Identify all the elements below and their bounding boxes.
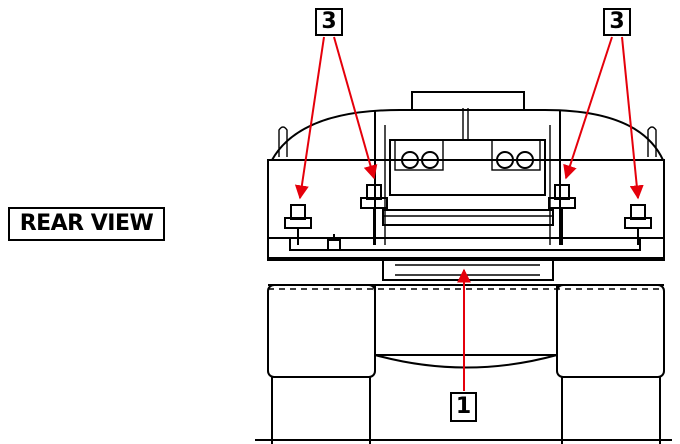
left-wheel: [267, 284, 376, 444]
view-label: REAR VIEW: [8, 207, 165, 241]
right-wheel: [556, 284, 665, 444]
top-posts: [278, 126, 657, 157]
callout-number-right: 3: [603, 8, 631, 36]
callout-number-left: 3: [315, 8, 343, 36]
bolt-assembly-2: [360, 184, 388, 245]
callout-number-bottom: 1: [450, 392, 477, 422]
bolt-assembly-3: [548, 184, 576, 245]
lower-housing: [268, 257, 664, 369]
top-dome: [271, 91, 664, 161]
small-valve: [327, 234, 341, 251]
bolt-assembly-1: [284, 204, 312, 245]
bolt-assembly-4: [624, 204, 652, 245]
callout-arrows: [294, 36, 644, 391]
